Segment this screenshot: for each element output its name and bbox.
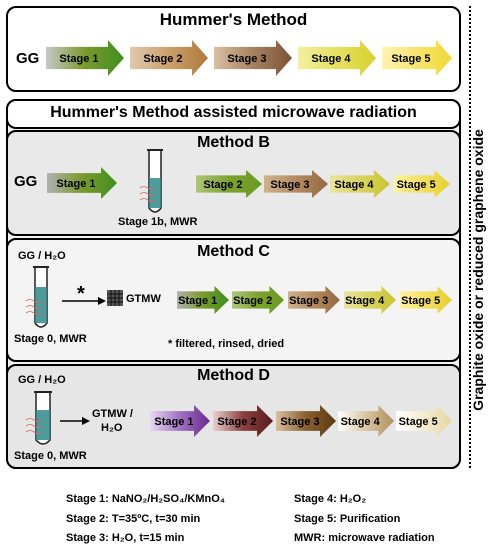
method-c-asterisk: * xyxy=(77,283,85,305)
method_d-stage-3-label: Stage 3 xyxy=(280,416,319,428)
method_c-stage-2-label: Stage 2 xyxy=(233,295,272,307)
hummers-stage-2-arrow: Stage 2 xyxy=(130,40,208,76)
method_d-stage-2-arrow-shape xyxy=(213,405,273,437)
method_c-stage-2-arrow: Stage 2 xyxy=(232,286,284,314)
method_c-stage-5-arrow: Stage 5 xyxy=(400,286,452,314)
method_c-stage-3-label: Stage 3 xyxy=(289,295,328,307)
method_c-stage-4-arrow-shape xyxy=(344,286,396,314)
method_b-stage-5-arrow-shape xyxy=(394,170,450,198)
method_b-stage-1-arrow: Stage 1 xyxy=(47,167,117,199)
method_d-stage-2-arrow: Stage 2 xyxy=(213,405,273,437)
method_d-stage-5-arrow: Stage 5 xyxy=(396,405,452,437)
dotted-divider xyxy=(469,6,471,468)
method-b-title: Method B xyxy=(197,134,270,151)
method_c-stage-5-label: Stage 5 xyxy=(401,295,440,307)
method_c-stage-2-arrow-shape xyxy=(232,286,284,314)
method_b-stage-2-label: Stage 2 xyxy=(203,179,242,191)
hummers-stage-4-label: Stage 4 xyxy=(311,53,351,65)
method_c-stage-3-arrow-shape xyxy=(288,286,340,314)
hummers-stage-5-label: Stage 5 xyxy=(391,53,430,65)
method-c-product-label: GTMW xyxy=(126,293,161,305)
method-d-tube-caption: Stage 0, MWR xyxy=(14,450,87,462)
method-c-filter-icon xyxy=(107,290,123,306)
hummers-stage-2-label: Stage 2 xyxy=(143,53,182,65)
assisted-title-box xyxy=(6,99,461,129)
method-c-footnote: * filtered, rinsed, dried xyxy=(168,338,285,350)
method_c-stage-4-arrow: Stage 4 xyxy=(344,286,396,314)
hummers-stage-2-arrow-shape xyxy=(130,40,208,76)
method_d-stage-3-arrow-shape xyxy=(276,405,336,437)
method_c-stage-1-arrow-shape xyxy=(177,286,229,314)
method_b-stage-2-arrow: Stage 2 xyxy=(196,170,262,198)
hummers-panel xyxy=(6,6,461,92)
method_d-stage-2-label: Stage 2 xyxy=(217,416,256,428)
method-c-start-label: GG / H₂O xyxy=(18,250,66,262)
method_c-stage-3-arrow: Stage 3 xyxy=(288,286,340,314)
legend-stage-5: Stage 5: Purification xyxy=(294,513,401,525)
method_d-stage-4-label: Stage 4 xyxy=(341,416,381,428)
method_b-stage-2-arrow-shape xyxy=(196,170,262,198)
hummers-stage-4-arrow: Stage 4 xyxy=(298,40,376,76)
method_b-stage-4-arrow-shape xyxy=(330,170,390,198)
method_b-stage-3-arrow-shape xyxy=(264,170,328,198)
method_d-stage-1-arrow-shape xyxy=(150,405,210,437)
method_b-stage-3-label: Stage 3 xyxy=(270,179,309,191)
hummers-stage-3-label: Stage 3 xyxy=(227,53,266,65)
legend-stage-3: Stage 3: H₂O, t=15 min xyxy=(66,532,185,544)
method_c-stage-1-label: Stage 1 xyxy=(178,295,217,307)
legend-stage-1: Stage 1: NaNO₂/H₂SO₄/KMnO₄ xyxy=(66,493,226,505)
hummers-stage-3-arrow: Stage 3 xyxy=(214,40,292,76)
method_d-stage-3-arrow: Stage 3 xyxy=(276,405,336,437)
method_d-stage-1-label: Stage 1 xyxy=(154,416,193,428)
method-b-tube-caption: Stage 1b, MWR xyxy=(118,216,198,228)
method_b-stage-4-label: Stage 4 xyxy=(334,179,374,191)
legend-stage-4: Stage 4: H₂O₂ xyxy=(294,493,367,505)
method_c-stage-1-arrow: Stage 1 xyxy=(177,286,229,314)
hummers-stage-1-arrow-shape xyxy=(46,40,124,76)
method-c-tube-caption: Stage 0, MWR xyxy=(14,333,87,345)
legend-stage-2: Stage 2: T=35ºC, t=30 min xyxy=(66,513,201,525)
hummers-stage-5-arrow: Stage 5 xyxy=(382,40,452,76)
method_d-stage-5-label: Stage 5 xyxy=(399,416,438,428)
legend-mwr: MWR: microwave radiation xyxy=(294,532,435,544)
method-d-start-label: GG / H₂O xyxy=(18,374,66,386)
method_b-stage-1-arrow-shape xyxy=(47,167,117,199)
product-side-label: Graphite oxide or reduced graphene oxide xyxy=(470,129,486,411)
hummers-start-label: GG xyxy=(16,50,40,67)
hummers-title: Hummer's Method xyxy=(159,10,308,29)
method-c-connector-arrow-icon xyxy=(62,297,106,305)
method-c-title: Method C xyxy=(197,243,270,260)
hummers-stage-4-arrow-shape xyxy=(298,40,376,76)
method_b-stage-5-arrow: Stage 5 xyxy=(394,170,450,198)
method_b-stage-3-arrow: Stage 3 xyxy=(264,170,328,198)
method_b-stage-4-arrow: Stage 4 xyxy=(330,170,390,198)
method_b-stage-5-label: Stage 5 xyxy=(397,179,436,191)
method-d-product-label-2: H₂O xyxy=(101,422,123,434)
hummers-stage-5-arrow-shape xyxy=(382,40,452,76)
assisted-title: Hummer's Method assisted microwave radia… xyxy=(50,104,417,121)
hummers-stage-1-label: Stage 1 xyxy=(59,53,98,65)
method_c-stage-5-arrow-shape xyxy=(400,286,452,314)
hummers-stage-1-arrow: Stage 1 xyxy=(46,40,124,76)
method-b-start-label: GG xyxy=(14,173,38,190)
method-d-title: Method D xyxy=(197,367,270,384)
method-d-connector-arrow-icon xyxy=(60,417,90,425)
method-d-product-label: GTMW / xyxy=(92,408,133,420)
method_b-stage-1-label: Stage 1 xyxy=(56,178,95,190)
method-d-microwave-tube-icon xyxy=(25,391,52,445)
hummers-stage-3-arrow-shape xyxy=(214,40,292,76)
method_d-stage-4-arrow-shape xyxy=(338,405,394,437)
method-b-microwave-tube-icon xyxy=(139,149,163,213)
method_d-stage-1-arrow: Stage 1 xyxy=(150,405,210,437)
method_c-stage-4-label: Stage 4 xyxy=(345,295,385,307)
method_d-stage-4-arrow: Stage 4 xyxy=(338,405,394,437)
method-c-microwave-tube-icon xyxy=(25,266,49,328)
method_d-stage-5-arrow-shape xyxy=(396,405,452,437)
